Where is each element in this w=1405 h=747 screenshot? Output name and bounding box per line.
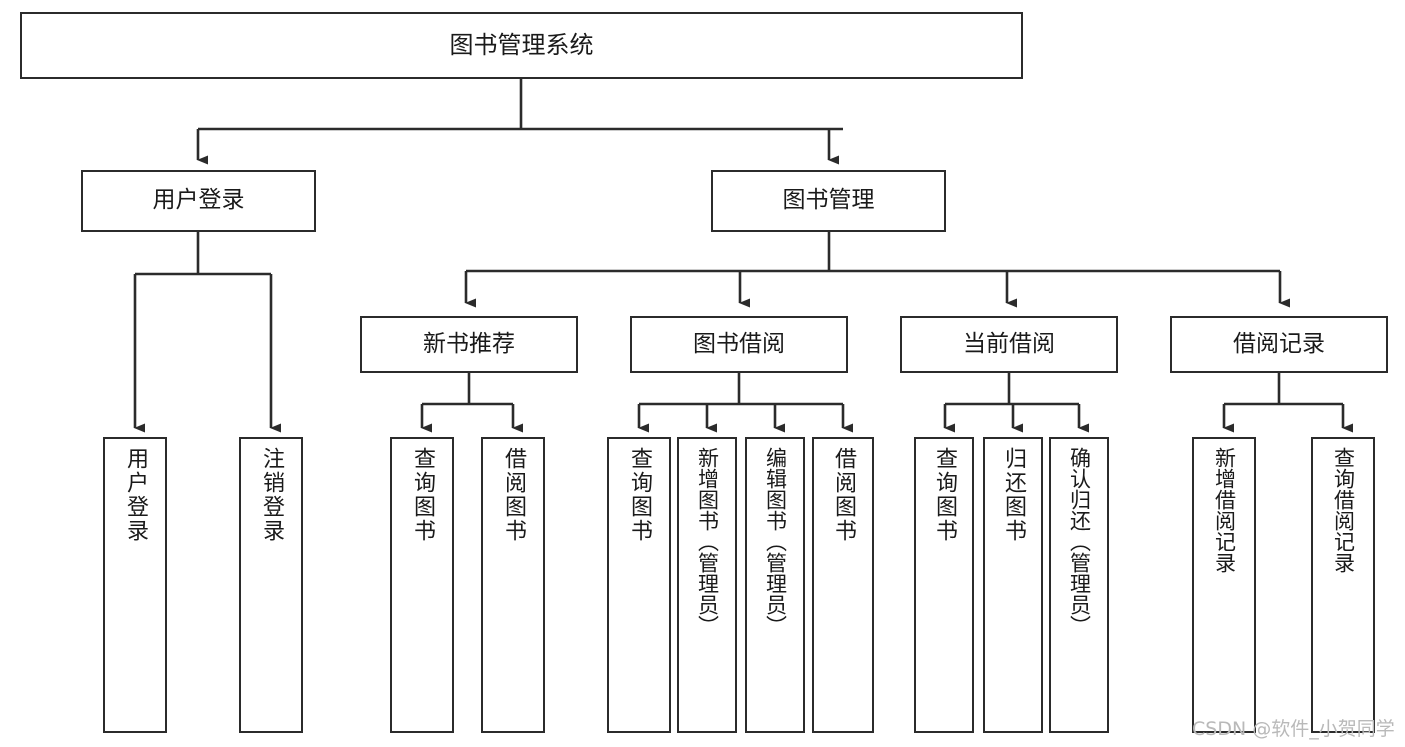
node-leaf-edit-book[interactable]: 编辑图书（管理员）	[745, 437, 805, 733]
node-leaf-user-login[interactable]: 用户登录	[103, 437, 167, 733]
node-borrow-record[interactable]: 借阅记录	[1170, 316, 1388, 373]
node-leaf-borrow-book-1[interactable]: 借阅图书	[481, 437, 545, 733]
node-root-system[interactable]: 图书管理系统	[20, 12, 1023, 79]
node-leaf-return-book-label: 归还图书	[1001, 447, 1026, 543]
node-book-management-label: 图书管理	[782, 187, 875, 214]
csdn-watermark: CSDN @软件_小贺同学	[1192, 718, 1395, 740]
node-leaf-query-record-label: 查询借阅记录	[1331, 447, 1356, 573]
node-book-borrow-label: 图书借阅	[693, 330, 785, 357]
node-leaf-logout-login-label: 注销登录	[259, 447, 284, 543]
node-book-borrow[interactable]: 图书借阅	[630, 316, 848, 373]
node-current-borrow[interactable]: 当前借阅	[900, 316, 1118, 373]
node-leaf-add-book-label: 新增图书（管理员）	[695, 447, 720, 636]
node-leaf-query-book-1-label: 查询图书	[410, 447, 435, 543]
node-leaf-logout-login[interactable]: 注销登录	[239, 437, 303, 733]
node-leaf-borrow-book-2-label: 借阅图书	[831, 447, 856, 543]
node-leaf-return-book[interactable]: 归还图书	[983, 437, 1043, 733]
node-leaf-query-book-3[interactable]: 查询图书	[914, 437, 974, 733]
node-leaf-user-login-label: 用户登录	[123, 447, 148, 543]
node-leaf-borrow-book-2[interactable]: 借阅图书	[812, 437, 874, 733]
node-leaf-query-book-1[interactable]: 查询图书	[390, 437, 454, 733]
node-root-system-label: 图书管理系统	[449, 31, 594, 60]
node-leaf-add-record[interactable]: 新增借阅记录	[1192, 437, 1256, 733]
node-leaf-add-book[interactable]: 新增图书（管理员）	[677, 437, 737, 733]
node-leaf-query-book-3-label: 查询图书	[932, 447, 957, 543]
node-leaf-borrow-book-1-label: 借阅图书	[501, 447, 526, 543]
node-leaf-query-book-2[interactable]: 查询图书	[607, 437, 671, 733]
node-new-book-recommend[interactable]: 新书推荐	[360, 316, 578, 373]
node-borrow-record-label: 借阅记录	[1233, 330, 1325, 357]
node-leaf-confirm-return-label: 确认归还（管理员）	[1067, 447, 1092, 636]
node-new-book-recommend-label: 新书推荐	[423, 330, 515, 357]
node-leaf-query-record[interactable]: 查询借阅记录	[1311, 437, 1375, 733]
node-leaf-add-record-label: 新增借阅记录	[1212, 447, 1237, 573]
node-user-login[interactable]: 用户登录	[81, 170, 316, 232]
node-book-management[interactable]: 图书管理	[711, 170, 946, 232]
node-leaf-edit-book-label: 编辑图书（管理员）	[763, 447, 788, 636]
node-user-login-label: 用户登录	[152, 187, 245, 214]
node-current-borrow-label: 当前借阅	[963, 330, 1055, 357]
node-leaf-query-book-2-label: 查询图书	[627, 447, 652, 543]
node-leaf-confirm-return[interactable]: 确认归还（管理员）	[1049, 437, 1109, 733]
